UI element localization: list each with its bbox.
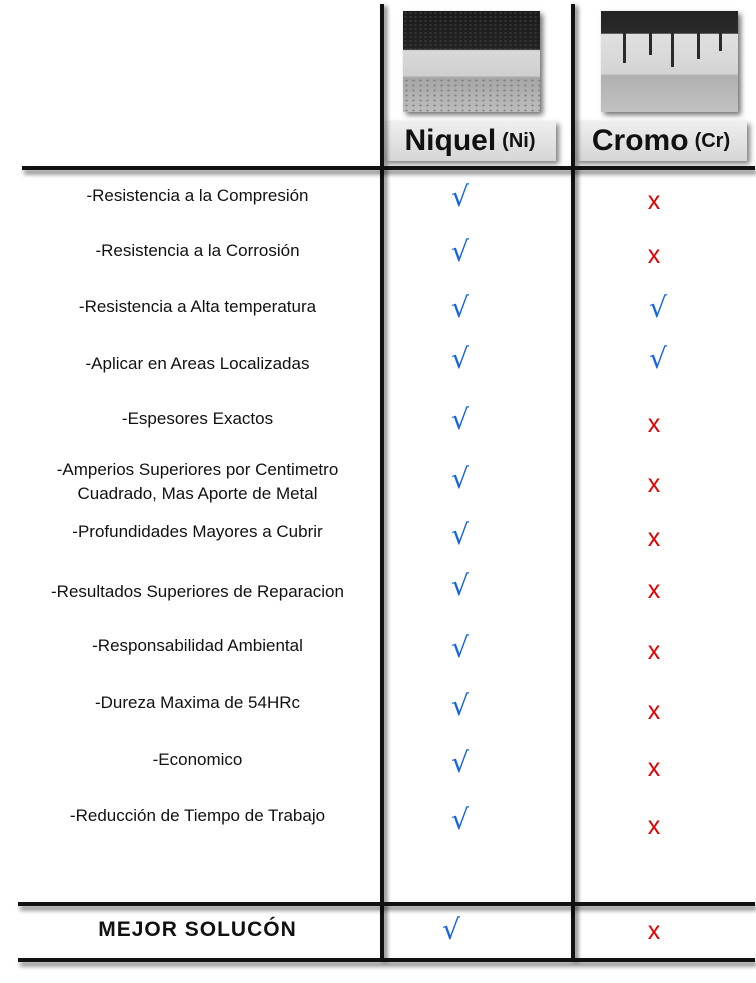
chrome-check-icon: √ [649,342,667,375]
header-separator [22,166,755,170]
nickel-check-icon: √ [451,803,469,836]
nickel-check-icon: √ [451,342,469,375]
chrome-check-icon: √ [649,291,667,324]
nickel-check-icon: √ [451,689,469,722]
nickel-check-icon: √ [451,518,469,551]
chrome-cross-icon: x [647,187,661,215]
chrome-cross-icon: x [647,637,661,665]
chrome-micrograph-image [601,11,738,112]
chrome-name: Cromo [591,124,689,157]
row-label: -Amperios Superiores por Centimetro Cuad… [56,460,339,503]
row-label: -Resistencia a la Corrosión [95,241,300,260]
chrome-column-header: Cromo (Cr) [575,121,747,161]
nickel-micrograph-image [403,11,540,112]
chrome-cross-icon: x [647,470,661,498]
row-label: -Responsabilidad Ambiental [92,636,303,655]
column-divider-left [380,4,384,960]
footer-bottom-separator [18,958,755,962]
row-label: -Reducción de Tiempo de Trabajo [69,806,326,825]
row-label: -Economico [152,750,243,769]
nickel-check-icon: √ [451,403,469,436]
row-label: -Profundidades Mayores a Cubrir [72,522,323,541]
nickel-check-icon: √ [451,180,469,213]
chrome-cross-icon: x [647,524,661,552]
row-label: -Resistencia a la Compresión [86,186,309,205]
nickel-check-icon: √ [451,746,469,779]
row-label: -Aplicar en Areas Localizadas [85,354,310,373]
best-chrome-cross-icon: x [647,917,661,945]
chrome-cross-icon: x [647,754,661,782]
nickel-column-header: Niquel (Ni) [384,121,556,161]
nickel-symbol: (Ni) [502,129,536,152]
column-divider-right [571,4,575,960]
row-label: -Dureza Maxima de 54HRc [94,693,300,712]
chrome-cross-icon: x [647,410,661,438]
nickel-check-icon: √ [451,235,469,268]
best-solution-label: MEJOR SOLUCÓN [98,918,297,941]
chrome-cross-icon: x [647,812,661,840]
nickel-check-icon: √ [451,631,469,664]
row-label: -Espesores Exactos [121,409,274,428]
footer-top-separator [18,902,755,906]
row-label: -Resultados Superiores de Reparacion [51,582,344,601]
nickel-check-icon: √ [451,291,469,324]
chrome-cross-icon: x [647,241,661,269]
nickel-check-icon: √ [451,569,469,602]
row-label: -Resistencia a Alta temperatura [78,297,317,316]
chrome-cross-icon: x [647,576,661,604]
best-nickel-check-icon: √ [442,913,460,946]
chrome-symbol: (Cr) [694,129,731,152]
nickel-name: Niquel [404,124,497,157]
chrome-cross-icon: x [647,697,661,725]
nickel-check-icon: √ [451,462,469,495]
